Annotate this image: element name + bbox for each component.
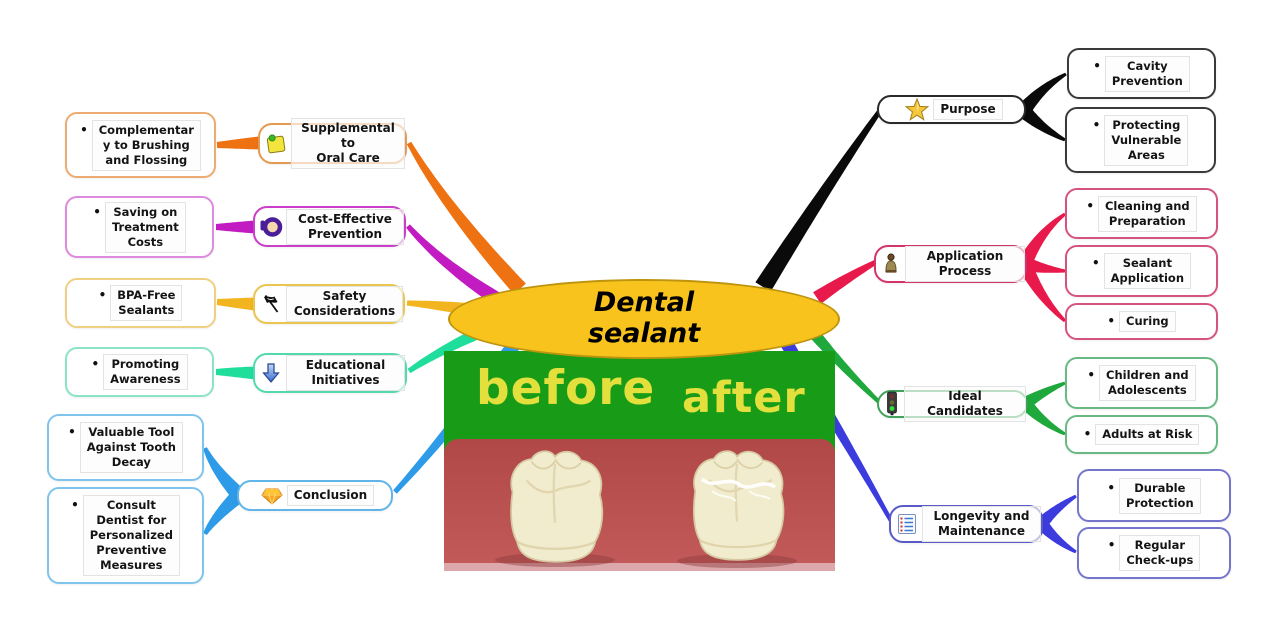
base-strip [444, 563, 835, 571]
leaf-label: Cleaning and Preparation [1097, 195, 1197, 232]
bullet: • [91, 357, 100, 371]
bullet: • [1083, 427, 1092, 441]
leaf-curing[interactable]: • Curing [1065, 303, 1218, 340]
leaf-label: BPA-Free Sealants [110, 285, 183, 321]
topic-label: Longevity and Maintenance [922, 506, 1041, 542]
leaf-complementary-brushing[interactable]: • Complementar y to Brushing and Flossin… [65, 112, 216, 178]
flag-icon [259, 292, 283, 316]
leaf-protecting-areas[interactable]: • Protecting Vulnerable Areas [1065, 107, 1216, 173]
leaf-label: Curing [1119, 311, 1176, 332]
star-icon [904, 96, 930, 123]
topic-label: Application Process [905, 246, 1025, 282]
topic-safety[interactable]: Safety Considerations [253, 284, 405, 324]
leaf-promoting-awareness[interactable]: • Promoting Awareness [65, 347, 214, 397]
leaf-sealant-application[interactable]: • Sealant Application [1065, 245, 1218, 297]
bullet: • [1093, 58, 1101, 73]
topic-supplemental[interactable]: Supplemental to Oral Care [258, 118, 407, 169]
bullet: • [80, 122, 88, 137]
topic-label: Educational Initiatives [286, 355, 405, 391]
bullet: • [1087, 368, 1096, 382]
bullet: • [68, 425, 76, 439]
topic-label: Purpose [933, 99, 1003, 120]
bullet: • [1107, 538, 1116, 552]
teeth-illustration [495, 449, 797, 568]
before-label: before [476, 361, 656, 416]
topic-educational[interactable]: Educational Initiatives [253, 353, 407, 393]
topic-longevity[interactable]: Longevity and Maintenance [889, 505, 1043, 543]
leaf-durable-protection[interactable]: • Durable Protection [1077, 469, 1231, 522]
leaf-label: Durable Protection [1119, 477, 1201, 514]
topic-cost-effective[interactable]: Cost-Effective Prevention [253, 206, 406, 247]
traffic-light-icon [883, 390, 901, 418]
topic-label: Supplemental to Oral Care [291, 118, 405, 169]
leaf-valuable-tool[interactable]: • Valuable Tool Against Tooth Decay [47, 414, 204, 481]
topic-label: Cost-Effective Prevention [286, 208, 404, 245]
checklist-icon [895, 512, 919, 536]
topic-label: Ideal Candidates [904, 386, 1026, 422]
topic-label: Safety Considerations [286, 286, 403, 322]
sticky-note-icon [264, 132, 288, 156]
leaf-cavity-prevention[interactable]: • Cavity Prevention [1067, 48, 1216, 99]
center-image[interactable]: before after [444, 351, 835, 571]
leaf-regular-checkups[interactable]: • Regular Check-ups [1077, 527, 1231, 579]
leaf-cleaning-preparation[interactable]: • Cleaning and Preparation [1065, 188, 1218, 239]
bullet: • [1107, 314, 1115, 328]
leaf-label: Cavity Prevention [1104, 55, 1190, 92]
bullet: • [71, 498, 79, 512]
leaf-label: Valuable Tool Against Tooth Decay [79, 422, 183, 473]
leaf-label: Protecting Vulnerable Areas [1104, 114, 1189, 166]
leaf-children-adolescents[interactable]: • Children and Adolescents [1065, 357, 1218, 409]
gem-icon [260, 484, 284, 508]
leaf-adults-at-risk[interactable]: • Adults at Risk [1065, 415, 1218, 454]
bullet: • [1086, 198, 1094, 213]
after-label: after [682, 373, 806, 423]
topic-application-process[interactable]: Application Process [874, 245, 1027, 283]
root-node[interactable]: Dental sealant [448, 279, 840, 359]
leaf-label: Promoting Awareness [103, 354, 188, 390]
leaf-label: Regular Check-ups [1119, 535, 1201, 571]
bullet: • [1092, 117, 1101, 132]
leaf-label: Saving on Treatment Costs [104, 201, 186, 253]
leaf-label: Consult Dentist for Personalized Prevent… [82, 495, 180, 576]
leaf-consult-dentist[interactable]: • Consult Dentist for Personalized Preve… [47, 487, 204, 584]
leaf-bpa-free[interactable]: • BPA-Free Sealants [65, 278, 216, 328]
leaf-label: Sealant Application [1103, 253, 1192, 289]
topic-purpose[interactable]: Purpose [877, 95, 1026, 124]
down-arrow-icon [259, 361, 283, 385]
root-label: Dental sealant [587, 287, 701, 349]
topic-label: Conclusion [286, 485, 375, 506]
person-icon [880, 251, 902, 277]
bullet: • [1091, 256, 1100, 270]
bullet: • [98, 288, 107, 302]
currency-icon [259, 215, 283, 239]
leaf-label: Complementar y to Brushing and Flossing [91, 119, 201, 171]
leaf-label: Adults at Risk [1095, 424, 1200, 445]
topic-conclusion[interactable]: Conclusion [237, 480, 393, 511]
bullet: • [1107, 480, 1115, 495]
bullet: • [93, 204, 101, 219]
leaf-label: Children and Adolescents [1099, 365, 1196, 401]
topic-ideal-candidates[interactable]: Ideal Candidates [877, 386, 1028, 422]
leaf-saving-costs[interactable]: • Saving on Treatment Costs [65, 196, 214, 258]
